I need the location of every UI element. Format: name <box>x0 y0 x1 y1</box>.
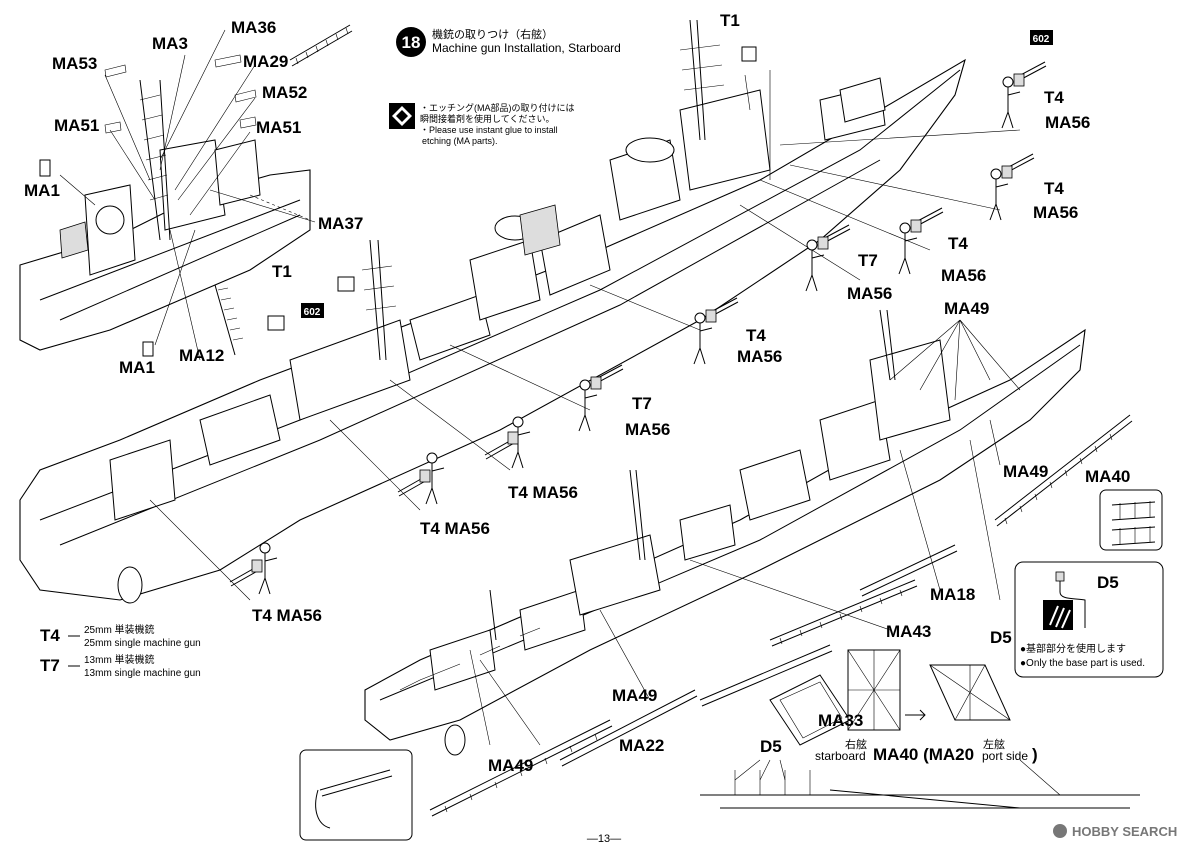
gun-legend: T4 25mm 単装機銃 25mm single machine gun T7 … <box>40 623 201 679</box>
label-t4-ma56: T4 MA56 <box>420 519 490 538</box>
label-ma22: MA22 <box>619 736 664 755</box>
main-ship-view <box>19 19 1021 604</box>
label-ma49: MA49 <box>612 686 657 705</box>
gunner-figure <box>229 542 278 595</box>
etched-frame-parts <box>769 649 1011 746</box>
label-ma49: MA49 <box>488 756 533 775</box>
label-d5: D5 <box>760 737 782 756</box>
label-ma56: MA56 <box>941 266 986 285</box>
label-ma51: MA51 <box>54 116 99 135</box>
d5-box-label: D5 <box>1097 573 1119 592</box>
label-t4: T4 <box>1044 88 1064 107</box>
legend-code-t7: T7 <box>40 656 60 675</box>
label-ma40-ma20: MA40 (MA20 <box>873 745 974 764</box>
label-ma40: MA40 <box>1085 467 1130 486</box>
label-ma12: MA12 <box>179 346 224 365</box>
stern-inset <box>299 749 413 841</box>
bottom-profile <box>700 759 1140 809</box>
gunner-figure <box>805 224 851 292</box>
paint-badge: 602 <box>304 307 321 318</box>
label-t4: T4 <box>1044 179 1064 198</box>
gunner-figure <box>1001 61 1047 129</box>
label-ma29: MA29 <box>243 52 288 71</box>
step-title-en: Machine gun Installation, Starboard <box>432 41 621 55</box>
label-ma18: MA18 <box>930 585 975 604</box>
d5-info-box: D5 ●基部部分を使用します ●Only the base part is us… <box>1014 561 1164 678</box>
glue-note-en-2: etching (MA parts). <box>422 136 498 146</box>
label-ma56: MA56 <box>1045 113 1090 132</box>
inset-superstructure-detail <box>19 24 353 361</box>
label-starboard-en: starboard <box>815 749 866 763</box>
label-ma49: MA49 <box>1003 462 1048 481</box>
label-t4: T4 <box>948 234 968 253</box>
label-port-jp: 左舷 <box>983 737 1005 751</box>
label-starboard-jp: 右舷 <box>845 737 867 751</box>
label-ma37: MA37 <box>318 214 363 233</box>
glue-note-jp-2: 瞬間接着剤を使用してください。 <box>420 113 554 124</box>
label-ma56: MA56 <box>625 420 670 439</box>
label-t4-ma56: T4 MA56 <box>252 606 322 625</box>
gunner-figure <box>693 297 739 365</box>
gunner-figure <box>898 207 944 275</box>
gunner-figure <box>578 364 624 432</box>
label-t1: T1 <box>272 262 292 281</box>
label-ma52: MA52 <box>262 83 307 102</box>
paint-badge: 602 <box>1033 34 1050 45</box>
label-t4: T4 <box>746 326 766 345</box>
legend-code-t4: T4 <box>40 626 60 645</box>
watermark: HOBBY SEARCH <box>1053 824 1177 839</box>
label-ma49: MA49 <box>944 299 989 318</box>
part-labels: MA36 MA3 MA53 MA29 MA52 MA51 MA51 MA1 MA… <box>24 11 1130 775</box>
label-ma56: MA56 <box>737 347 782 366</box>
gunner-figure <box>397 452 445 505</box>
glue-note: ・エッチング(MA部品)の取り付けには 瞬間接着剤を使用してください。 ・Ple… <box>389 102 575 146</box>
step-header: 18 機銃の取りつけ（右舷） Machine gun Installation,… <box>396 27 621 57</box>
gunner-figure <box>989 153 1035 221</box>
label-t7: T7 <box>858 251 878 270</box>
glue-note-en-1: ・Please use instant glue to install <box>420 125 558 135</box>
step-title-jp: 機銃の取りつけ（右舷） <box>432 27 553 41</box>
legend-jp-t7: 13mm 単装機銃 <box>84 653 155 666</box>
label-t1: T1 <box>720 11 740 30</box>
label-ma56: MA56 <box>1033 203 1078 222</box>
legend-en-t4: 25mm single machine gun <box>84 638 201 649</box>
label-ma3: MA3 <box>152 34 188 53</box>
legend-jp-t4: 25mm 単装機銃 <box>84 623 155 636</box>
d5-box-jp: ●基部部分を使用します <box>1020 642 1126 655</box>
label-ma51: MA51 <box>256 118 301 137</box>
watermark-text: HOBBY SEARCH <box>1072 824 1177 839</box>
d5-box-en: ●Only the base part is used. <box>1020 658 1145 669</box>
label-ma36: MA36 <box>231 18 276 37</box>
glue-note-jp-1: ・エッチング(MA部品)の取り付けには <box>420 102 575 113</box>
step-number: 18 <box>402 33 421 52</box>
label-port-en: port side <box>982 749 1028 763</box>
railing-detail-box <box>1099 489 1163 551</box>
paint-badges: 602 602 <box>301 30 1053 318</box>
label-ma53: MA53 <box>52 54 97 73</box>
label-ma1: MA1 <box>119 358 155 377</box>
page-number: —13— <box>587 833 621 845</box>
lower-ship-view <box>364 309 1133 817</box>
gunner-figure <box>484 416 531 469</box>
label-ma43: MA43 <box>886 622 931 641</box>
label-t7: T7 <box>632 394 652 413</box>
label-ma1: MA1 <box>24 181 60 200</box>
legend-en-t7: 13mm single machine gun <box>84 668 201 679</box>
label-ma56: MA56 <box>847 284 892 303</box>
gunner-figures <box>229 61 1047 595</box>
label-d5: D5 <box>990 628 1012 647</box>
label-ma33: MA33 <box>818 711 863 730</box>
label-paren: ) <box>1032 745 1038 764</box>
label-t4-ma56: T4 MA56 <box>508 483 578 502</box>
